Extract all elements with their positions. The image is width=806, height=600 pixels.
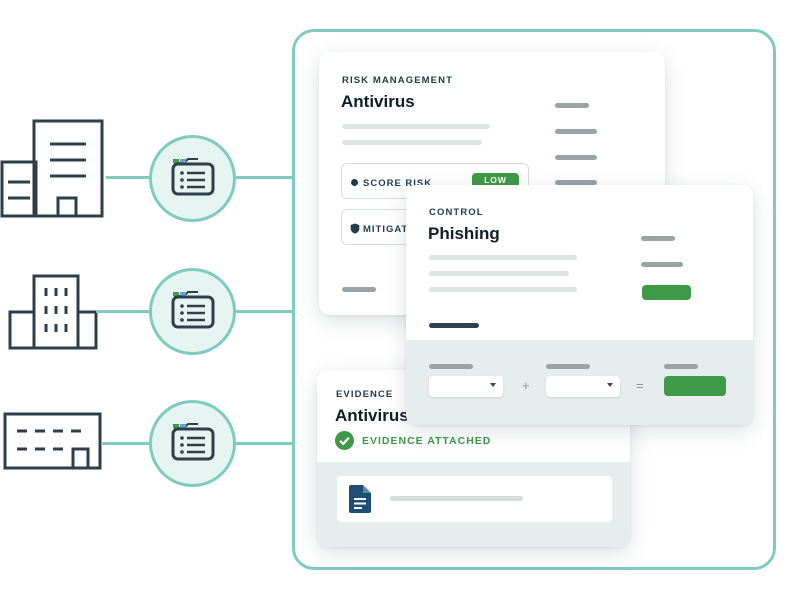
check-circle-icon — [335, 431, 354, 450]
placeholder-line — [555, 129, 597, 134]
warehouse-icon — [3, 412, 102, 470]
connector-line-3a — [101, 442, 150, 445]
connector-line-1a — [106, 176, 150, 179]
office-tower-icon — [0, 119, 104, 218]
folder-list-icon — [171, 291, 215, 329]
document-icon — [349, 485, 371, 513]
apartment-building-icon — [8, 274, 98, 350]
evidence-status: EVIDENCE ATTACHED — [362, 435, 492, 447]
chevron-down-icon — [490, 383, 496, 387]
status-dot-icon — [351, 179, 358, 186]
evidence-attachment-area — [317, 462, 630, 547]
status-indicator — [642, 285, 691, 300]
connector-line-2a — [96, 310, 150, 313]
formula-result — [664, 376, 726, 396]
connector-node-2 — [149, 268, 236, 355]
card-title: Phishing — [428, 224, 500, 243]
placeholder-line — [342, 287, 376, 292]
placeholder-line — [641, 236, 675, 241]
connector-node-1 — [149, 135, 236, 222]
placeholder-line — [555, 180, 597, 185]
placeholder-line — [429, 364, 473, 369]
card-eyebrow: RISK MANAGEMENT — [342, 75, 453, 86]
placeholder-line — [429, 271, 569, 276]
formula-select-1[interactable] — [429, 376, 503, 397]
connector-line-3b — [236, 442, 293, 445]
placeholder-line — [555, 155, 597, 160]
plus-symbol: + — [522, 378, 530, 393]
chevron-down-icon — [607, 383, 613, 387]
mitigation-label: MITIGAT — [363, 224, 409, 235]
placeholder-line — [429, 255, 577, 260]
placeholder-line — [664, 364, 698, 369]
placeholder-line — [555, 103, 589, 108]
placeholder-line — [429, 323, 479, 328]
connector-line-1b — [236, 176, 293, 179]
connector-line-2b — [236, 310, 293, 313]
control-card[interactable]: CONTROL Phishing + = — [406, 185, 753, 425]
risk-level-badge: LOW — [472, 173, 519, 188]
attached-file-row[interactable] — [337, 476, 612, 522]
placeholder-line — [342, 140, 482, 145]
card-title: Antivirus — [341, 92, 415, 111]
shield-icon — [350, 223, 360, 234]
connector-node-3 — [149, 400, 236, 487]
placeholder-line — [546, 364, 590, 369]
score-risk-label: SCORE RISK — [363, 178, 433, 189]
card-title: Antivirus — [335, 406, 409, 425]
formula-panel: + = — [406, 340, 753, 425]
placeholder-line — [342, 124, 490, 129]
placeholder-line — [641, 262, 683, 267]
equals-symbol: = — [636, 378, 644, 393]
formula-select-2[interactable] — [546, 376, 620, 397]
card-eyebrow: EVIDENCE — [336, 389, 394, 400]
card-eyebrow: CONTROL — [429, 207, 484, 218]
folder-list-icon — [171, 158, 215, 196]
placeholder-line — [429, 287, 577, 292]
file-name-placeholder — [390, 496, 523, 501]
folder-list-icon — [171, 423, 215, 461]
